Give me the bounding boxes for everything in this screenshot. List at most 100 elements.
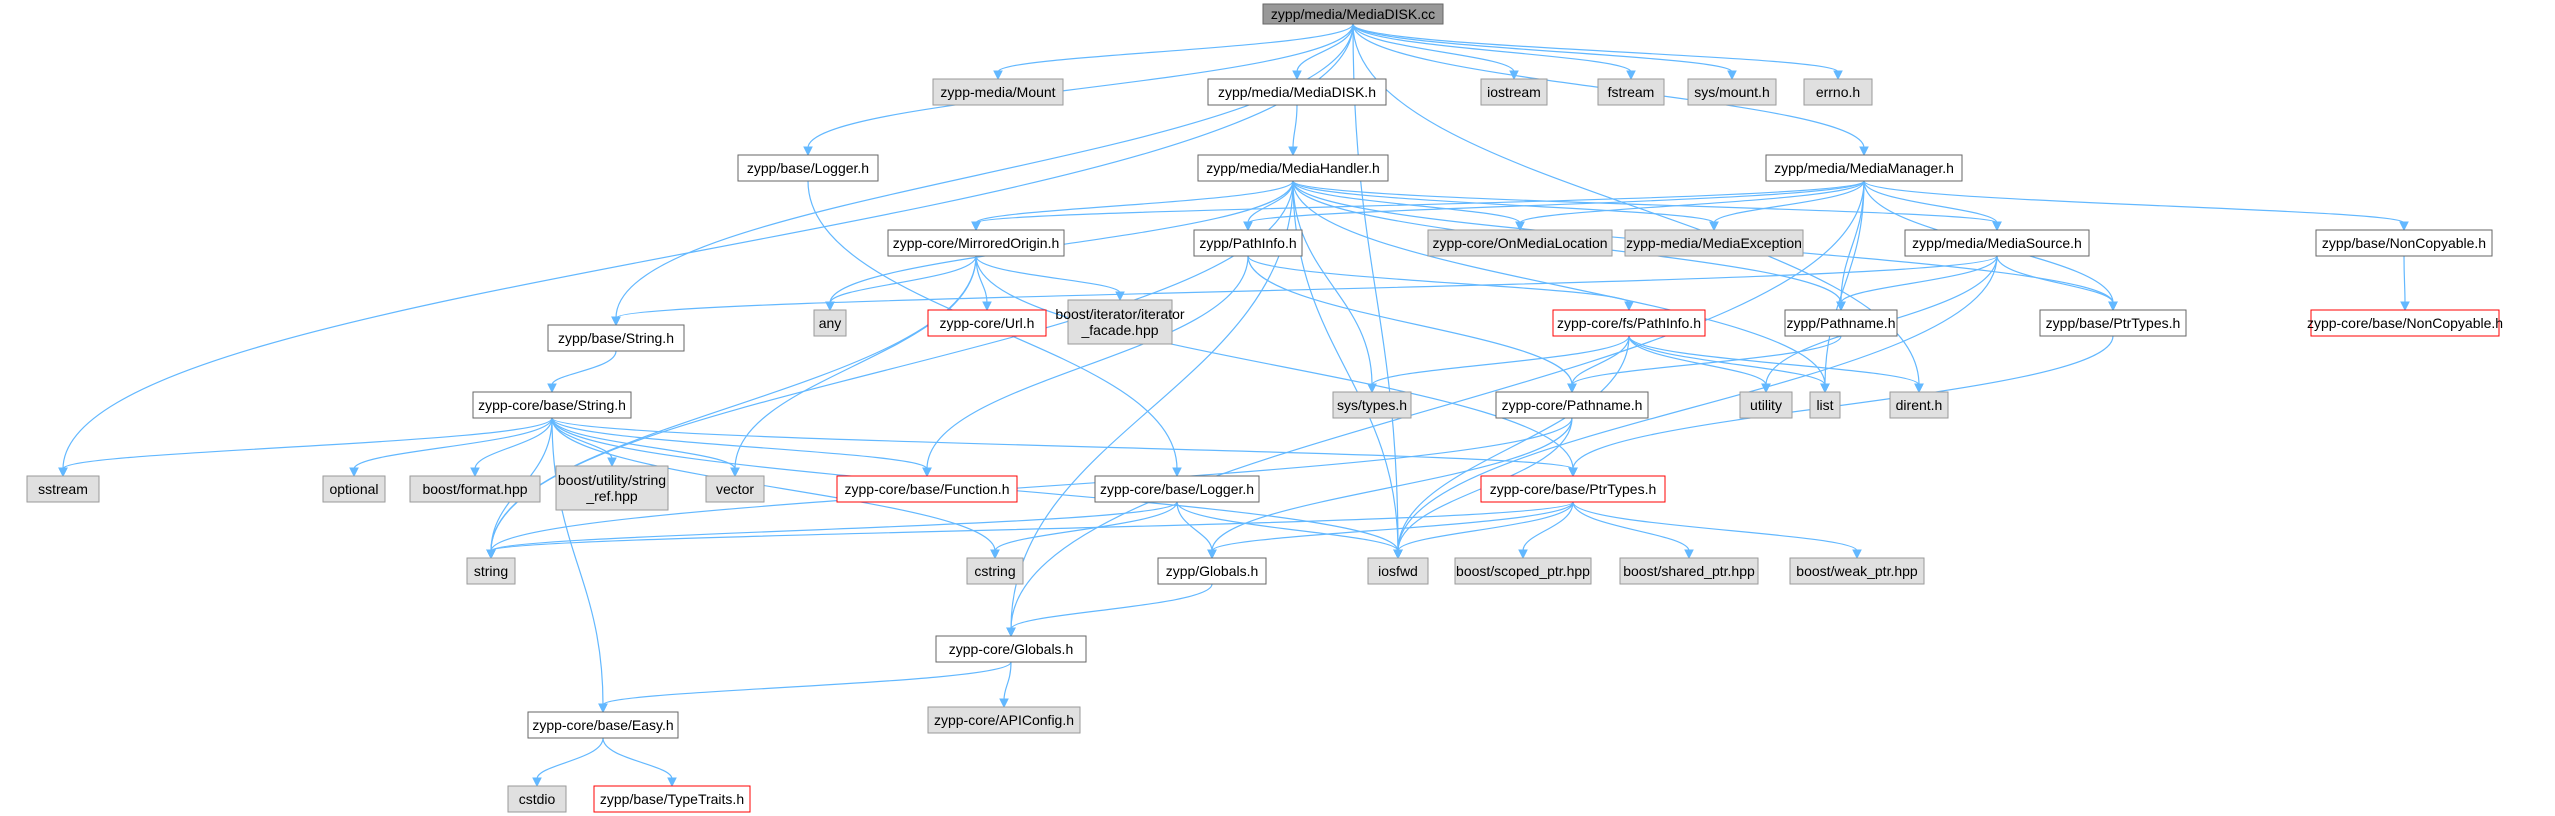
node-zypp-media-mediahandler-h[interactable]: zypp/media/MediaHandler.h [1197,154,1389,182]
node-box [1207,78,1387,106]
node-zypp-media-mediamanager-h[interactable]: zypp/media/MediaManager.h [1765,154,1963,182]
edge-arrowhead-cstring_h-to-function [922,467,932,478]
node-zypp-base-logger-h[interactable]: zypp/base/Logger.h [737,154,879,182]
edge-arrowhead-mmanager-to-mexcept [1709,221,1719,232]
node-zypp-core-apiconfig-h: zypp-core/APIConfig.h [927,706,1081,734]
node-zypp-core-base-logger-h[interactable]: zypp-core/base/Logger.h [1094,475,1260,503]
node-box [1687,78,1777,106]
edges-layer [58,23,2410,788]
node-box [1789,557,1925,585]
edge-arrowhead-cptrtypes-to-iosfwd [1393,549,1403,560]
node-zypp-pathname-h[interactable]: zypp/Pathname.h [1784,309,1898,337]
edge-arrowhead-zpathname-to-cpathname [1567,383,1577,394]
node-zypp-core-base-ptrtypes-h[interactable]: zypp-core/base/PtrTypes.h [1480,475,1666,503]
edge-mmanager-to-noncopy [1863,180,2405,224]
edge-arrowhead-root-to-mount [993,70,1003,81]
node-optional: optional [322,475,386,503]
node-zypp-core-base-string-h[interactable]: zypp-core/base/String.h [472,391,632,419]
edge-cptrtypes-to-iosfwd [1397,501,1574,552]
edge-fspathinfo-to-utility [1628,335,1767,386]
node-box [593,785,751,813]
node-label: boost/iterator/iterator [1055,306,1185,322]
edge-arrowhead-cptrtypes-to-zglobals [1207,549,1217,560]
edge-root-to-errno [1352,23,1839,73]
node-zypp-core-mirroredorigin-h[interactable]: zypp-core/MirroredOrigin.h [887,229,1065,257]
node-zypp-core-globals-h[interactable]: zypp-core/Globals.h [935,635,1087,663]
node-zypp-media-mediadisk-h[interactable]: zypp/media/MediaDISK.h [1207,78,1387,106]
node-box [555,465,669,511]
node-iosfwd: iosfwd [1367,557,1429,585]
node-zypp-core-pathname-h[interactable]: zypp-core/Pathname.h [1495,391,1649,419]
node-zypp-core-base-function-h[interactable]: zypp-core/base/Function.h [836,475,1018,503]
node-zypp-base-string-h[interactable]: zypp/base/String.h [547,324,685,352]
node-box [466,557,516,585]
edge-arrowhead-cptrtypes-to-scoped [1518,549,1528,560]
node-zypp-core-url-h[interactable]: zypp-core/Url.h [927,309,1047,337]
edge-pathinfo-to-cpathname [1247,255,1573,386]
node-box [26,475,100,503]
node-box [1067,299,1173,345]
node-zypp-base-ptrtypes-h[interactable]: zypp/base/PtrTypes.h [2039,309,2187,337]
edge-arrowhead-cstring_h-to-bstrref [607,457,617,468]
edge-arrowhead-root-to-errno [1833,70,1843,81]
node-utility: utility [1739,391,1793,419]
node-box [1803,78,1873,106]
node-box [1262,3,1444,25]
edge-zglobals-to-cglobals [1010,583,1213,630]
edge-cstring_h-to-optional [353,417,553,470]
node-label: list [1816,397,1833,413]
node-zypp-base-noncopyable-h[interactable]: zypp/base/NonCopyable.h [2315,229,2493,257]
edge-cptrtypes-to-string [490,501,1574,552]
edge-arrowhead-cptrtypes-to-weak [1852,549,1862,560]
edge-arrowhead-fspathinfo-to-systypes [1367,383,1377,394]
edge-mhandler-to-systypes [1292,180,1373,386]
node-box [813,309,847,337]
node-zypp-pathinfo-h[interactable]: zypp/PathInfo.h [1193,229,1303,257]
node-box [737,154,879,182]
node-box [1480,78,1548,106]
edge-root-to-mdiskh [1296,23,1354,73]
edge-mmanager-to-onmedia [1519,180,1865,224]
node-label: boost/scoped_ptr.hpp [1456,563,1590,579]
edge-arrowhead-root-to-logger [803,146,813,157]
edge-cglobals-to-apiconfig [1003,661,1012,701]
edge-fspathinfo-to-cpathname [1571,335,1630,386]
edge-clogger-to-zglobals [1176,501,1213,552]
edge-clogger-to-cstr [994,501,1178,552]
node-label: zypp-core/base/String.h [478,397,626,413]
node-label: zypp-core/OnMediaLocation [1432,235,1607,251]
node-label: zypp/base/NonCopyable.h [2322,235,2486,251]
node-zypp-globals-h[interactable]: zypp/Globals.h [1157,557,1267,585]
edge-arrowhead-cstring_h-to-sstream [58,467,68,478]
node-zypp-core-base-easy-h[interactable]: zypp-core/base/Easy.h [527,711,679,739]
edge-cstring_h-to-cptrtypes [551,417,1574,470]
edge-clogger-to-string [490,501,1178,552]
node-label: cstring [974,563,1015,579]
node-box [966,557,1024,585]
edge-cstring_h-to-easy [551,417,604,706]
node-label: zypp-core/base/Logger.h [1100,481,1254,497]
node-boost-utility-string-ref-hpp: boost/utility/string_ref.hpp [555,465,669,511]
node-zypp-core-base-noncopyable-h[interactable]: zypp-core/base/NonCopyable.h [2307,309,2503,337]
edge-root-to-iostream [1352,23,1515,73]
edge-arrowhead-mirrored-to-any [825,301,835,312]
node-box [547,324,685,352]
node-zypp-media-mediadisk-cc[interactable]: zypp/media/MediaDISK.cc [1262,3,1444,25]
edge-arrowhead-mdiskh-to-mhandler [1288,146,1298,157]
node-zypp-core-fs-pathinfo-h[interactable]: zypp-core/fs/PathInfo.h [1552,309,1706,337]
node-label: zypp/base/TypeTraits.h [600,791,744,807]
node-box [1495,391,1649,419]
edge-easy-to-typetraits [602,737,673,780]
edge-msource-to-iosfwd [1397,255,1998,552]
node-box [1765,154,1963,182]
edge-arrowhead-mmanager-to-msource [1992,221,2002,232]
edge-cstring_h-to-cstr [551,417,996,552]
node-label: dirent.h [1896,397,1943,413]
edge-cptrtypes-to-shared [1572,501,1690,552]
edge-mhandler-to-mexcept [1292,180,1715,224]
node-sys-types-h: sys/types.h [1332,391,1412,419]
node-zypp-media-mediasource-h[interactable]: zypp/media/MediaSource.h [1904,229,2090,257]
edge-arrowhead-root-to-fstream [1626,70,1636,81]
node-zypp-base-typetraits-h[interactable]: zypp/base/TypeTraits.h [593,785,751,813]
